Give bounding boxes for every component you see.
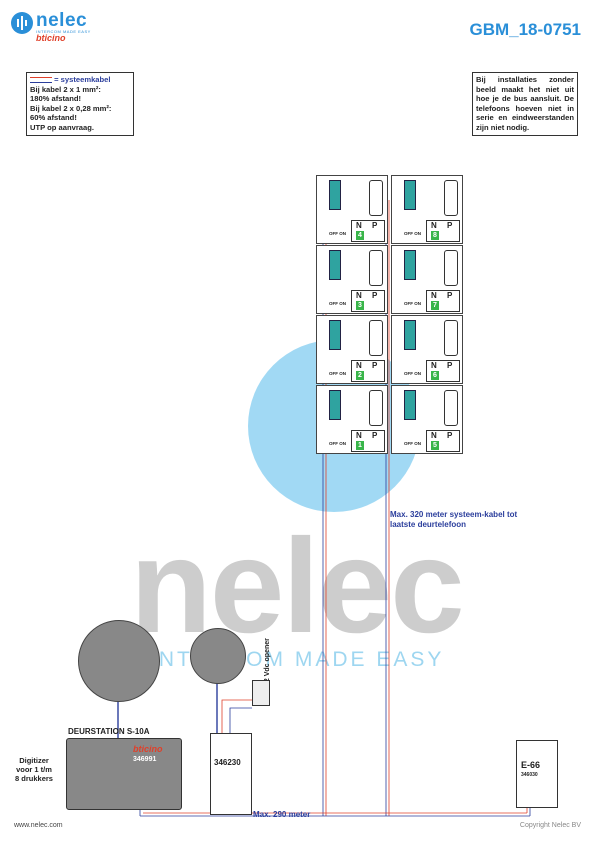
handset-icon bbox=[444, 320, 458, 356]
handset-icon bbox=[444, 390, 458, 426]
note-line: Bij kabel 2 x 0,28 mm²: bbox=[30, 103, 112, 113]
zoom-power-supply bbox=[190, 628, 246, 684]
nelec-logo-icon bbox=[11, 12, 33, 34]
door-station-brand: bticino bbox=[133, 744, 163, 754]
zoom-digitizer bbox=[78, 620, 160, 702]
door-opener-icon bbox=[252, 680, 270, 706]
switch-label: OFF ON bbox=[329, 371, 346, 376]
bus-terminal bbox=[404, 390, 416, 420]
extension-number: 4 bbox=[356, 231, 364, 240]
logo-brand: bticino bbox=[36, 33, 66, 43]
switch-label: OFF ON bbox=[404, 441, 421, 446]
switch-label: OFF ON bbox=[404, 231, 421, 236]
footer-website: www.nelec.com bbox=[14, 822, 63, 829]
label-max-290: Max. 290 meter bbox=[253, 810, 311, 819]
document-code: GBM_18-0751 bbox=[469, 20, 581, 39]
watermark-text: nelec bbox=[130, 512, 465, 661]
extension-number: 8 bbox=[431, 231, 439, 240]
power-supply-label: 346230 bbox=[214, 758, 241, 767]
bus-terminal bbox=[329, 320, 341, 350]
bus-terminal bbox=[404, 320, 416, 350]
handset-icon bbox=[444, 250, 458, 286]
handset-icon bbox=[369, 390, 383, 426]
label-opener: 12 Vdc opener bbox=[264, 638, 271, 686]
e66-module[interactable] bbox=[516, 740, 558, 808]
note-line: 60% afstand! bbox=[30, 113, 77, 123]
label-digitizer: Digitizer voor 1 t/m 8 drukkers bbox=[15, 756, 53, 783]
door-station[interactable] bbox=[66, 738, 182, 810]
extension-number: 7 bbox=[431, 301, 439, 310]
handset-icon bbox=[369, 180, 383, 216]
cable-legend-icon bbox=[30, 77, 52, 83]
note-line: = systeemkabel bbox=[54, 75, 111, 84]
door-station-model: 346991 bbox=[133, 756, 157, 763]
note-line: UTP op aanvraag. bbox=[30, 122, 95, 132]
handset-icon bbox=[444, 180, 458, 216]
e66-label: E-66 bbox=[521, 760, 541, 770]
handset-icon bbox=[369, 320, 383, 356]
switch-label: OFF ON bbox=[329, 231, 346, 236]
logo-name: nelec bbox=[36, 10, 88, 31]
extension-number: 3 bbox=[356, 301, 364, 310]
extension-number: 5 bbox=[431, 441, 439, 450]
bus-terminal bbox=[404, 180, 416, 210]
footer-copyright: Copyright Nelec BV bbox=[519, 822, 581, 829]
extension-number: 6 bbox=[431, 371, 439, 380]
switch-label: OFF ON bbox=[329, 441, 346, 446]
power-supply-module[interactable] bbox=[210, 733, 252, 815]
note-line: Bij kabel 2 x 1 mm²: bbox=[30, 84, 101, 94]
bus-terminal bbox=[404, 250, 416, 280]
extension-number: 1 bbox=[356, 441, 364, 450]
e66-code: 346030 bbox=[521, 772, 538, 778]
label-door-station: DEURSTATION S-10A bbox=[68, 727, 150, 736]
switch-label: OFF ON bbox=[404, 301, 421, 306]
note-line: 180% afstand! bbox=[30, 94, 82, 104]
switch-label: OFF ON bbox=[404, 371, 421, 376]
logo-tagline: INTERCOM MADE EASY bbox=[36, 29, 91, 34]
label-max-320: Max. 320 meter systeem-kabel tot laatste… bbox=[390, 510, 518, 529]
switch-label: OFF ON bbox=[329, 301, 346, 306]
bus-terminal bbox=[329, 250, 341, 280]
bus-terminal bbox=[329, 390, 341, 420]
handset-icon bbox=[369, 250, 383, 286]
bus-terminal bbox=[329, 180, 341, 210]
note-system-cable: = systeemkabel Bij kabel 2 x 1 mm²: 180%… bbox=[26, 72, 134, 136]
extension-number: 2 bbox=[356, 371, 364, 380]
note-installation: Bij installaties zonder beeld maakt het … bbox=[472, 72, 578, 136]
